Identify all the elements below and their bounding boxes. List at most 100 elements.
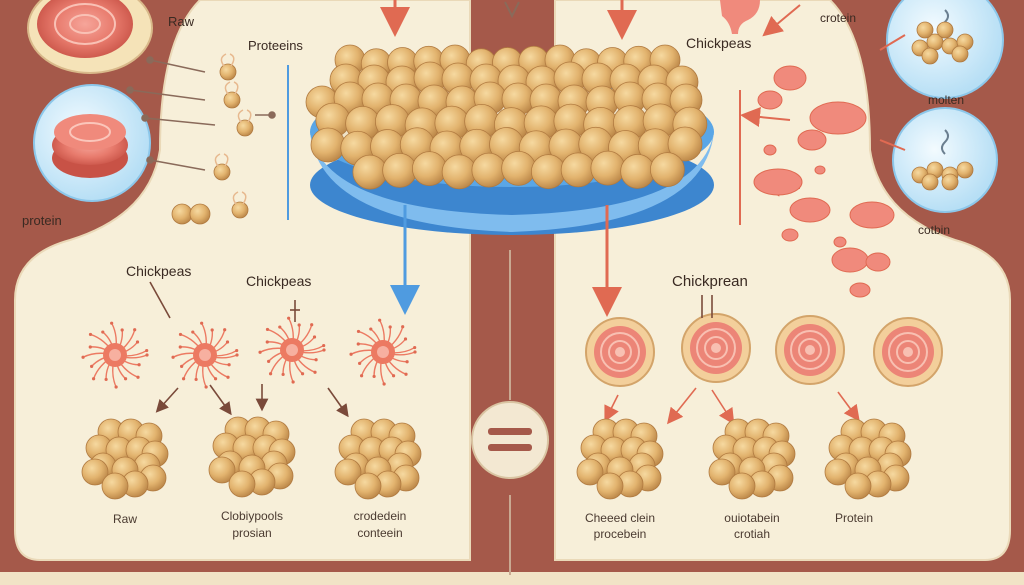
chickpea — [219, 63, 237, 81]
chickpea — [441, 154, 477, 190]
chickpea — [228, 470, 256, 498]
ring-line — [704, 336, 728, 360]
label-raw-top: Raw — [168, 14, 195, 29]
label-bottom-left2-line2: prosian — [232, 526, 271, 540]
label-crotein: crotein — [820, 11, 856, 25]
chickpea — [501, 150, 537, 186]
cell-tip — [210, 328, 214, 332]
protein-cell — [171, 321, 239, 389]
chickpea — [231, 201, 249, 219]
top-arrow-center — [504, 1, 520, 19]
equals-badge — [471, 401, 549, 479]
molten-blob — [757, 90, 783, 110]
molten-blob — [833, 236, 847, 248]
protein-cell — [81, 321, 149, 389]
protein-ring — [681, 313, 751, 383]
chickpea — [951, 45, 969, 63]
cell-tip — [178, 345, 182, 349]
label-bottom-left3-line1: crodedein — [354, 509, 407, 523]
label-bottom-right1-line1: Cheeed clein — [585, 511, 655, 525]
molten-blob — [797, 129, 827, 151]
molten-blob — [814, 165, 826, 175]
cell-tip — [88, 332, 93, 337]
label-chickpeas-mid-2: Chickpeas — [246, 273, 311, 289]
cell-tip — [110, 321, 114, 325]
chickpea — [560, 152, 596, 188]
molten-blob — [763, 144, 777, 156]
label-chickprean: Chickprean — [672, 273, 748, 290]
label-molten: molten — [928, 93, 964, 107]
ring-line — [790, 330, 830, 370]
cell-tip — [145, 348, 149, 353]
protein-cell — [349, 318, 417, 386]
sprout — [224, 81, 239, 95]
cell-tip — [413, 350, 417, 354]
chickpea — [667, 126, 703, 162]
ring-line — [896, 340, 920, 364]
chickpea — [708, 458, 736, 486]
ring-line — [798, 338, 822, 362]
chickpea — [189, 203, 211, 225]
cell-tip — [123, 377, 128, 381]
cell-tip — [213, 377, 218, 381]
chickpea — [101, 472, 129, 500]
cell-tip — [235, 353, 239, 357]
chickpea — [171, 203, 193, 225]
ring-center — [805, 345, 815, 355]
cell-tip — [291, 380, 295, 384]
cell-tip — [171, 355, 175, 359]
chickpea — [81, 458, 109, 486]
label-protein-left: protein — [22, 213, 62, 228]
protein-ring — [585, 317, 655, 387]
cell-tip — [88, 345, 92, 349]
cell-tip — [265, 327, 270, 332]
protein-rings-right — [585, 313, 943, 387]
cell-tip — [356, 342, 360, 346]
cell-tip — [297, 323, 301, 327]
protein-ring — [775, 315, 845, 385]
cell-tip — [136, 375, 140, 379]
chickpea-bowl — [305, 44, 714, 235]
chickpea — [620, 153, 656, 189]
chickpea — [354, 472, 382, 500]
sprout — [214, 153, 229, 167]
molten-blob — [849, 201, 895, 229]
cell-tip — [369, 327, 373, 331]
cell-tip — [258, 350, 262, 354]
chickpea — [844, 472, 872, 500]
ring-center — [615, 347, 625, 357]
cell-tip — [287, 316, 291, 320]
sprout — [220, 53, 235, 67]
cell-tip — [114, 385, 118, 389]
label-chickpeas-mid-1: Chickpeas — [126, 263, 191, 279]
cell-tip — [265, 340, 269, 344]
cell-tip — [300, 372, 305, 376]
molten-blob — [753, 168, 803, 196]
cell-to-peas-arrows-left — [149, 281, 349, 418]
top-right-blob — [720, 0, 760, 34]
cell-tip — [388, 325, 392, 329]
ring-to-peas-arrows-right — [604, 295, 860, 425]
cell-tip — [310, 323, 314, 327]
cell-tip — [81, 355, 85, 359]
cell-tip — [382, 382, 386, 386]
chickpea — [310, 127, 346, 163]
chickpea — [530, 154, 566, 190]
chickpea — [921, 47, 939, 65]
chickpea-cluster — [824, 418, 912, 500]
label-cotbin: cotbin — [918, 223, 950, 237]
cell-tip — [358, 361, 362, 365]
cell-tip — [225, 340, 230, 344]
cell-tip — [404, 372, 408, 376]
cell-tip — [181, 377, 186, 381]
label-bottom-right1-line2: procebein — [594, 527, 647, 541]
left-connectors — [126, 56, 276, 171]
cell-core — [286, 344, 298, 356]
left-sprouts — [171, 53, 254, 225]
molten-blob — [831, 247, 869, 273]
ring-line — [888, 332, 928, 372]
cell-tip — [403, 337, 408, 341]
ring-center — [711, 343, 721, 353]
cell-core — [377, 346, 389, 358]
